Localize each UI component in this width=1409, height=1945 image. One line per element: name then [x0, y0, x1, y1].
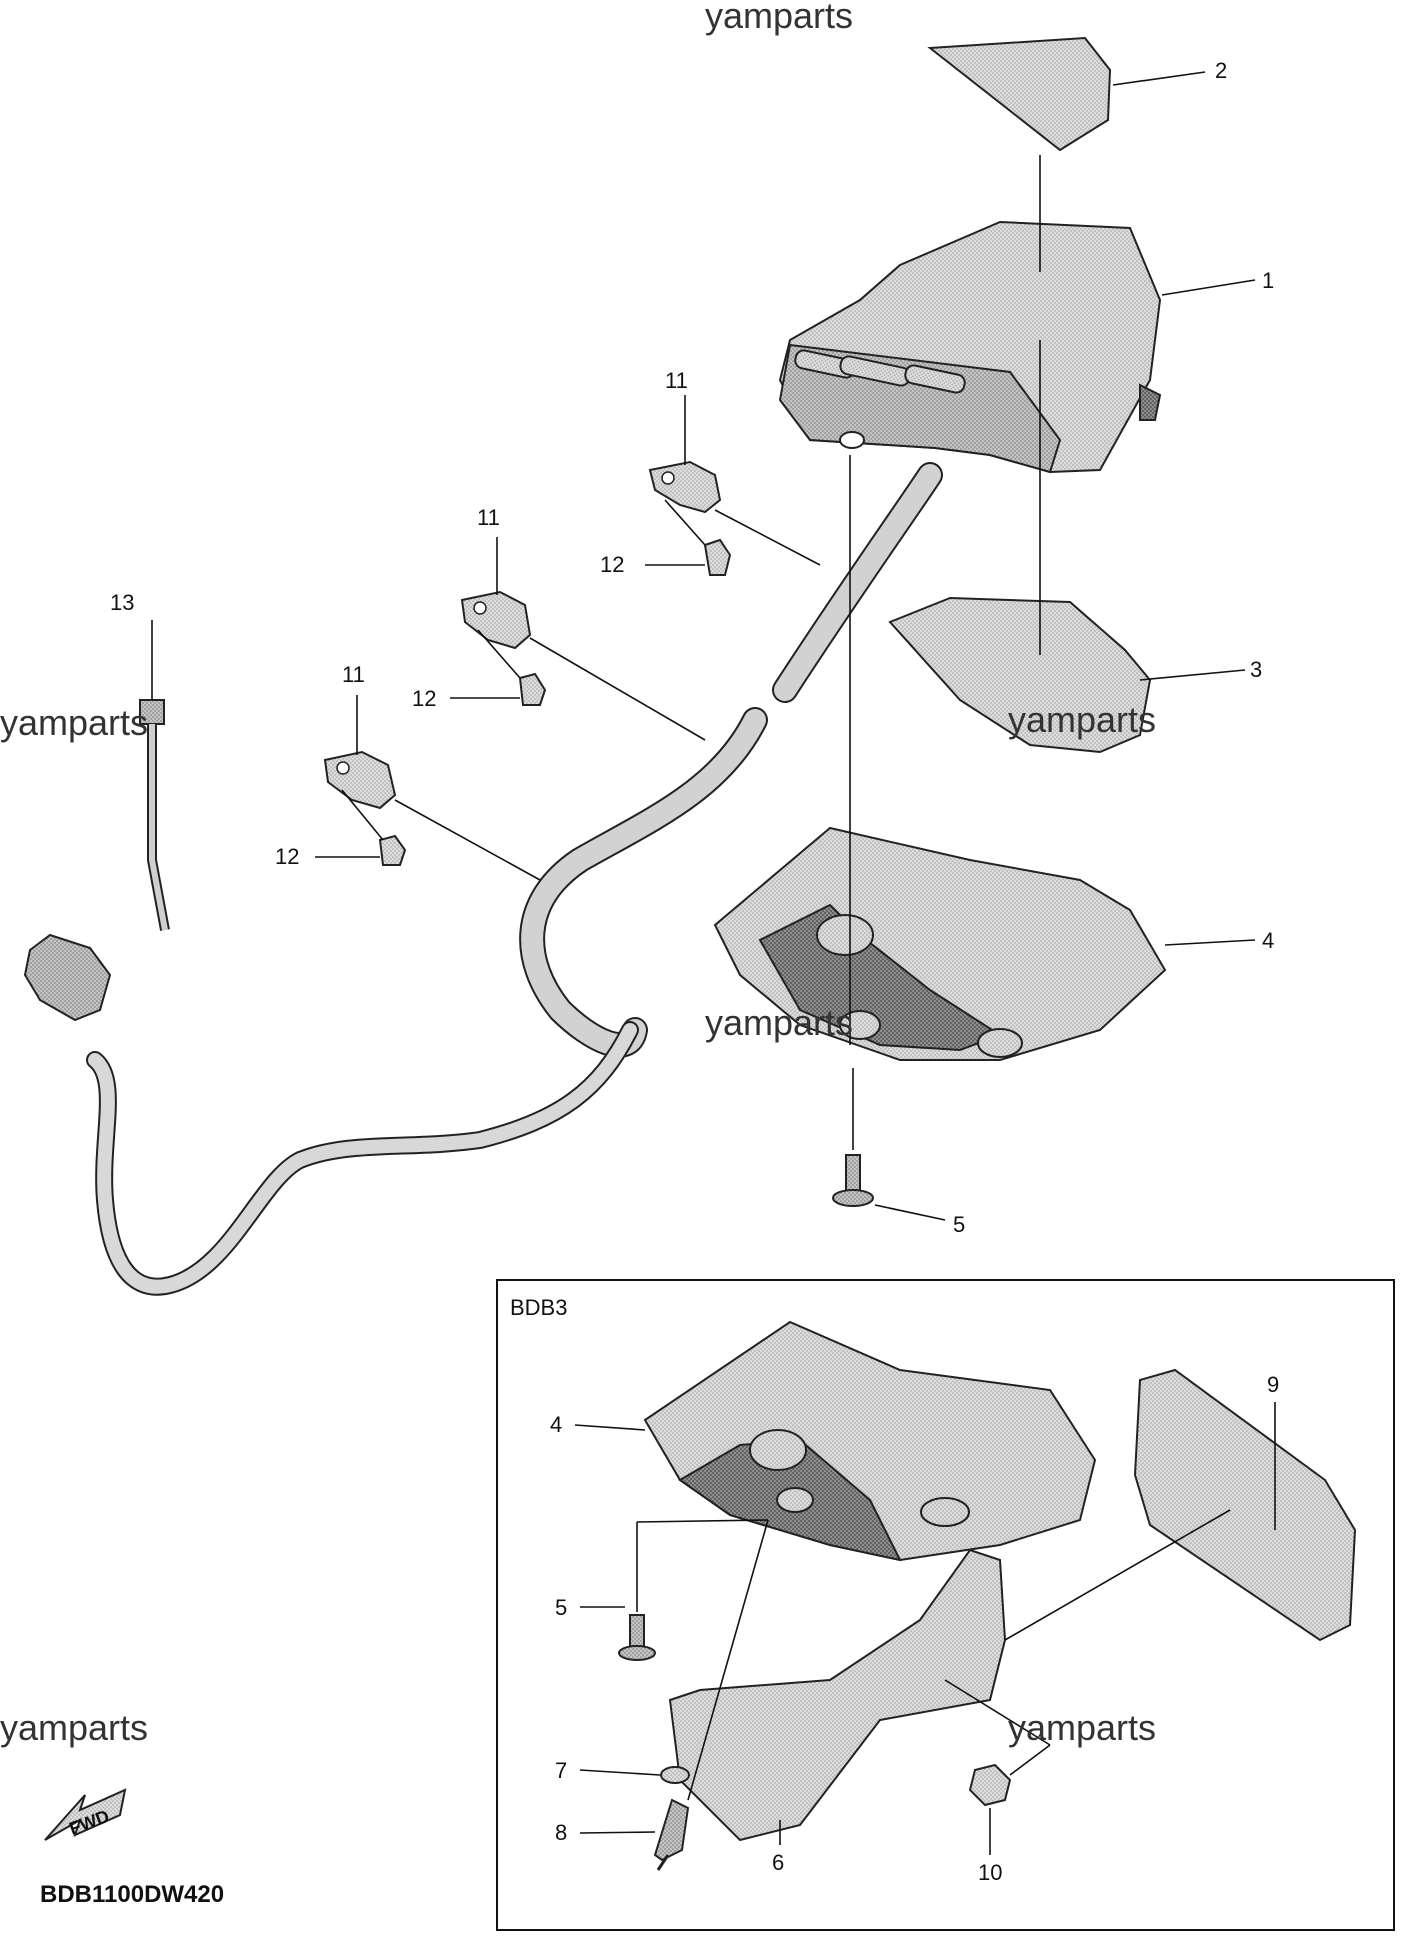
part-1-housing: [778, 220, 1162, 474]
inset-box: [496, 1279, 1395, 1931]
part-12-nut-a: [703, 538, 732, 576]
part-3-lens: [888, 596, 1152, 754]
leader-lines-inset: [574, 1402, 1276, 1855]
watermark: yamparts: [705, 0, 853, 36]
callout-12-b: 12: [412, 686, 436, 711]
callout-11-b: 11: [477, 505, 500, 530]
watermark: yamparts: [705, 1002, 853, 1043]
callout-11-c: 11: [342, 662, 365, 687]
wire-harness: [23, 462, 943, 1296]
leader-lines-top: [151, 71, 1256, 1221]
callout-11-a: 11: [665, 368, 688, 393]
inset-callout-7: 7: [555, 1758, 567, 1783]
inset-part-5-screw: [618, 1614, 656, 1661]
callout-12-a: 12: [600, 552, 624, 577]
callout-3: 3: [1250, 657, 1262, 682]
part-11-clamp-b: [460, 590, 532, 650]
callout-12-c: 12: [275, 844, 299, 869]
fwd-arrow-icon: FWD: [44, 1788, 127, 1841]
part-4-base: [713, 826, 1167, 1061]
callout-2: 2: [1215, 58, 1227, 83]
watermark: yamparts: [1008, 699, 1156, 740]
inset-callout-5: 5: [555, 1595, 567, 1620]
inset-callout-10: 10: [978, 1860, 1002, 1885]
inset-label: BDB3: [510, 1295, 567, 1320]
watermark: yamparts: [0, 1707, 148, 1748]
inset-part-4-base: [643, 1320, 1097, 1562]
inset-callout-9: 9: [1267, 1372, 1279, 1397]
callout-4: 4: [1262, 928, 1274, 953]
inset-callout-8: 8: [555, 1820, 567, 1845]
part-13-cable-tie: [139, 699, 170, 931]
inset-callout-6: 6: [772, 1850, 784, 1875]
part-5-screw: [832, 1154, 874, 1207]
inset-part-10-nut: [968, 1763, 1012, 1807]
inset-part-7-washer: [660, 1766, 690, 1784]
inset-callout-4: 4: [550, 1412, 562, 1437]
inset-part-6-bracket: [668, 1548, 1007, 1842]
callout-13: 13: [110, 590, 134, 615]
inset-part-8-rivet: [653, 1798, 690, 1871]
part-12-nut-b: [518, 672, 547, 706]
part-11-clamp-c: [323, 750, 397, 810]
callout-5: 5: [953, 1212, 965, 1237]
watermark: yamparts: [1008, 1707, 1156, 1748]
inset-part-9-reflector: [1133, 1368, 1357, 1642]
part-11-clamp-a: [648, 460, 722, 514]
watermark: yamparts: [0, 702, 148, 743]
part-12-nut-c: [378, 834, 407, 866]
callout-1: 1: [1262, 268, 1274, 293]
diagram-code: BDB1100DW420: [40, 1881, 224, 1908]
part-2-lens: [927, 36, 1112, 152]
